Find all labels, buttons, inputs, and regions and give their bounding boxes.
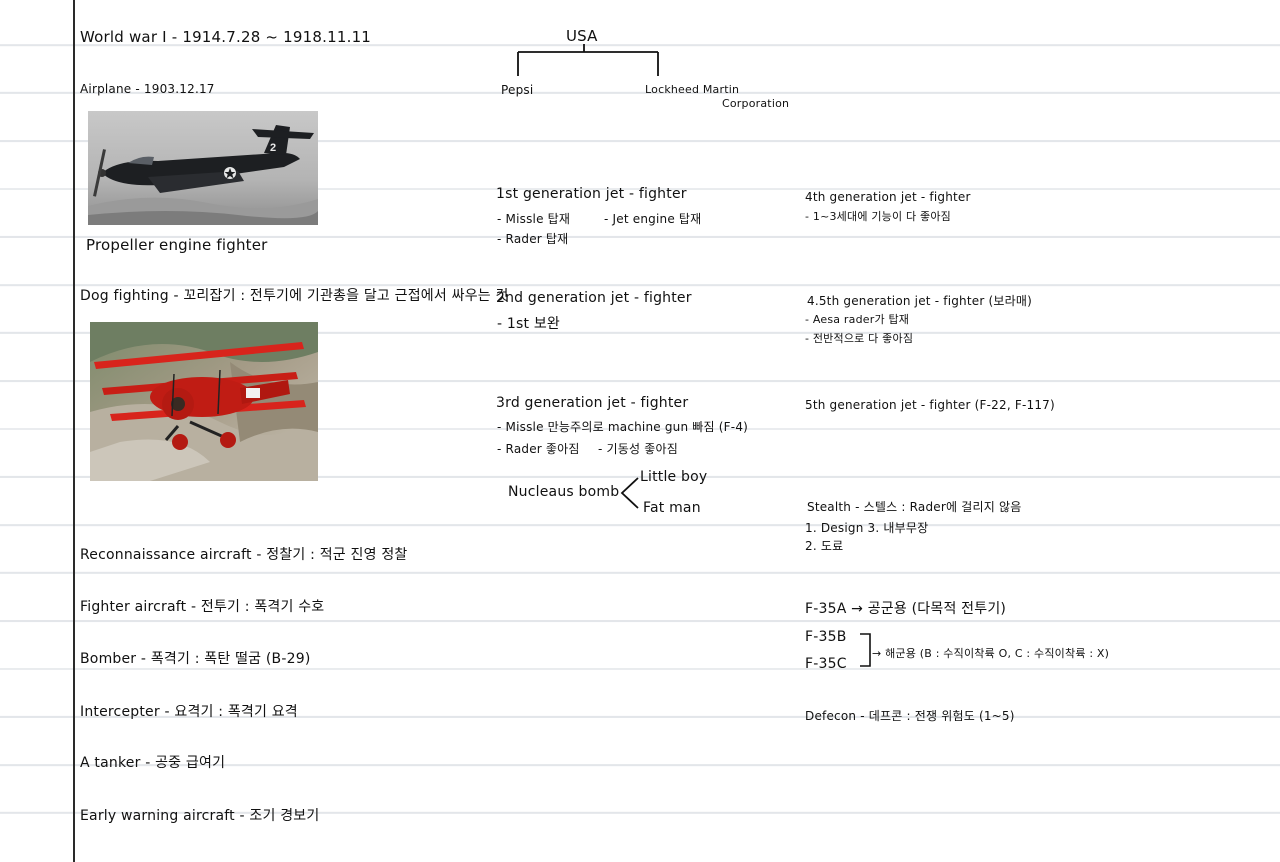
- nuclear-bomb-bracket: [620, 477, 639, 509]
- nuclear-little-boy: Little boy: [640, 469, 708, 485]
- f35a-note: F-35A → 공군용 (다목적 전투기): [805, 601, 1007, 617]
- fighter-note: Fighter aircraft - 전투기 : 폭격기 수호: [80, 599, 325, 615]
- propeller-fighter-photo: 2: [88, 111, 318, 225]
- gen4-title: 4th generation jet - fighter: [805, 190, 971, 204]
- airplane-note: Airplane - 1903.12.17: [80, 82, 215, 96]
- gen1-title: 1st generation jet - fighter: [496, 186, 687, 202]
- defcon-note: Defecon - 데프콘 : 전쟁 위험도 (1~5): [805, 709, 1015, 723]
- usa-corporation: Corporation: [722, 97, 790, 110]
- gen1-item-missile: - Missle 탑재: [497, 212, 571, 226]
- nuclear-bomb-label: Nucleaus bomb: [508, 484, 620, 500]
- f35b-label: F-35B: [805, 629, 847, 645]
- gen1-item-radar: - Rader 탑재: [497, 232, 569, 246]
- gen45-title: 4.5th generation jet - fighter (보라매): [807, 294, 1032, 308]
- f35c-label: F-35C: [805, 656, 847, 672]
- early-warning-note: Early warning aircraft - 조기 경보기: [80, 808, 320, 824]
- gen2-item: - 1st 보완: [497, 316, 561, 332]
- gen3-item-mobility: - 기동성 좋아짐: [598, 442, 678, 456]
- usa-tree-lines: [517, 44, 659, 76]
- recon-note: Reconnaissance aircraft - 정찰기 : 적군 진영 정찰: [80, 547, 408, 563]
- dogfighting-note: Dog fighting - 꼬리잡기 : 전투기에 기관총을 달고 근접에서 …: [80, 288, 509, 304]
- gen45-item-aesa: - Aesa rader가 탑재: [805, 313, 910, 326]
- usa-pepsi: Pepsi: [501, 83, 534, 97]
- tanker-note: A tanker - 공중 급여기: [80, 755, 226, 771]
- gen1-item-jet-engine: - Jet engine 탑재: [604, 212, 702, 226]
- stealth-item-1-3: 1. Design 3. 내부무장: [805, 521, 929, 535]
- svg-text:2: 2: [270, 142, 276, 154]
- f35bc-note: → 해군용 (B : 수직이착륙 O, C : 수직이착륙 : X): [872, 647, 1110, 660]
- interceptor-note: Intercepter - 요격기 : 폭격기 요격: [80, 704, 298, 720]
- gen3-title: 3rd generation jet - fighter: [496, 395, 689, 411]
- propeller-caption: Propeller engine fighter: [86, 236, 268, 254]
- bomber-note: Bomber - 폭격기 : 폭탄 떨굼 (B-29): [80, 651, 311, 667]
- nuclear-fat-man: Fat man: [643, 500, 701, 516]
- red-triplane-photo: [90, 322, 318, 481]
- stealth-title: Stealth - 스텔스 : Rader에 걸리지 않음: [807, 500, 1022, 514]
- wwi-note: World war I - 1914.7.28 ~ 1918.11.11: [80, 28, 372, 46]
- gen3-item-missile: - Missle 만능주의로 machine gun 빠짐 (F-4): [497, 420, 749, 434]
- gen3-item-radar: - Rader 좋아짐: [497, 442, 580, 456]
- gen2-title: 2nd generation jet - fighter: [496, 290, 692, 306]
- margin-line: [73, 0, 75, 862]
- stealth-item-2: 2. 도료: [805, 539, 844, 553]
- gen45-item-overall: - 전반적으로 다 좋아짐: [805, 332, 914, 345]
- gen4-item: - 1~3세대에 기능이 다 좋아짐: [805, 210, 951, 223]
- f35-bracket: [860, 633, 871, 667]
- usa-lockheed: Lockheed Martin: [645, 83, 740, 96]
- gen5-title: 5th generation jet - fighter (F-22, F-11…: [805, 398, 1055, 412]
- usa-root: USA: [566, 27, 598, 45]
